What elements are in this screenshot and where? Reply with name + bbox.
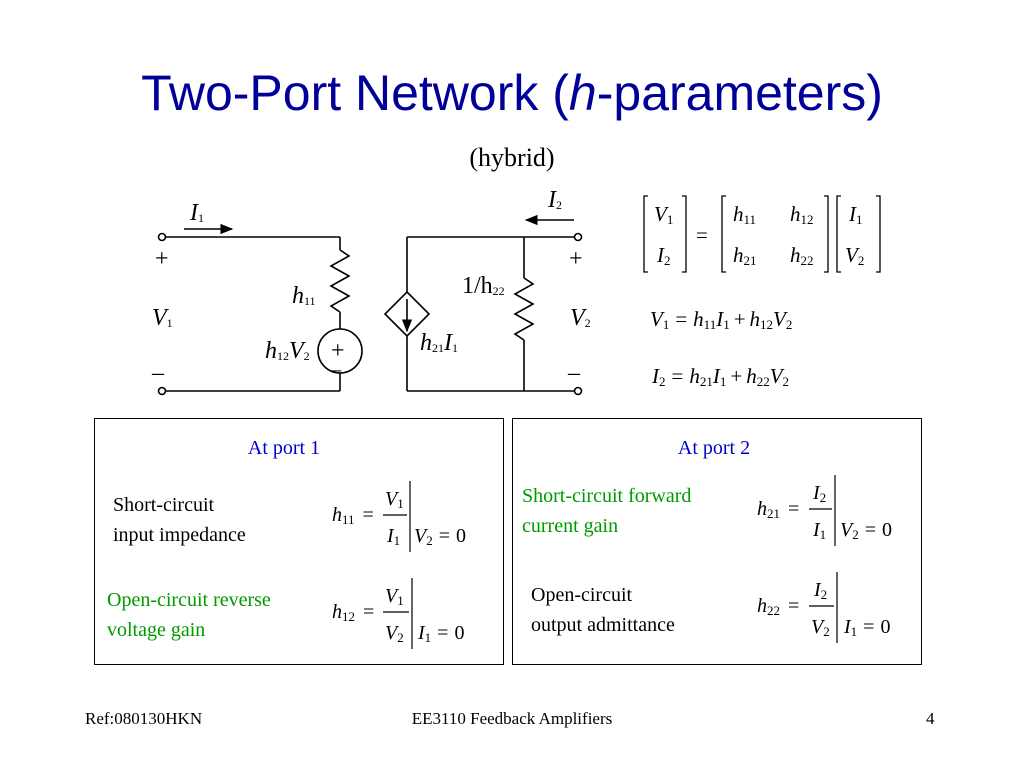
h11-symbol: h11= <box>332 504 374 527</box>
h21-symbol: h21= <box>757 498 799 521</box>
matrix-lhs-i2: I2 <box>656 243 671 268</box>
title-italic-h: h <box>568 65 597 121</box>
h22-condition: I1=0 <box>843 616 890 639</box>
matrix-brackets <box>643 195 881 273</box>
h22-description: Open-circuit output admittance <box>531 580 675 640</box>
h21-denominator: I1 <box>812 519 826 542</box>
resistor-h11 <box>329 249 351 313</box>
h22-desc-line2: output admittance <box>531 614 675 636</box>
matrix-h12: h12 <box>790 202 814 227</box>
title-main: Two-Port Network ( <box>141 65 569 121</box>
h21-numerator: I2 <box>812 482 826 505</box>
slide-title: Two-Port Network (h-parameters) <box>0 68 1024 118</box>
h11-desc-line2: input impedance <box>113 524 246 546</box>
h12-desc-line1: Open-circuit reverse <box>107 589 271 611</box>
matrix-eq: = <box>696 223 708 247</box>
h12-desc-line2: voltage gain <box>107 619 206 641</box>
h12-denominator: V2 <box>385 622 404 645</box>
terminal-right-bottom <box>573 386 583 396</box>
footer-course: EE3110 Feedback Amplifiers <box>411 709 613 728</box>
h12-symbol: h12= <box>332 601 374 624</box>
minus-right: – <box>567 360 581 386</box>
equation-v1: V1=h11I1+h12V2 <box>650 307 792 332</box>
label-i2: I2 <box>547 187 562 213</box>
h21-desc-line2: current gain <box>522 515 619 537</box>
label-v2: V2 <box>570 305 591 331</box>
h12-numerator: V1 <box>385 585 404 608</box>
h22-numerator: I2 <box>813 579 827 602</box>
h11-desc-line1: Short-circuit <box>113 494 215 516</box>
label-v1: V1 <box>152 305 173 331</box>
matrix-h22: h22 <box>790 243 814 268</box>
matrix-h11: h11 <box>733 202 756 227</box>
matrix-rhs-v2: V2 <box>845 243 864 268</box>
terminal-left-top <box>157 232 167 242</box>
port1-heading: At port 1 <box>247 437 321 459</box>
port2-box <box>512 418 922 665</box>
h21-condition: V2=0 <box>840 519 892 542</box>
title-rest: -parameters) <box>596 65 883 121</box>
resistor-inv-h22 <box>513 277 535 341</box>
h21-desc-line1: Short-circuit forward <box>522 485 692 507</box>
h11-description: Short-circuit input impedance <box>113 490 246 550</box>
label-h21i1: h21I1 <box>420 330 458 356</box>
minus-left: – <box>151 360 165 386</box>
footer-page-number: 4 <box>926 709 935 728</box>
plus-right: + <box>569 246 583 272</box>
slide-subtitle: (hybrid) <box>469 143 555 172</box>
terminal-right-top <box>573 232 583 242</box>
label-inv-h22: 1/h22 <box>462 273 505 299</box>
plus-left: + <box>155 246 169 272</box>
label-h11: h11 <box>292 283 316 309</box>
port2-heading: At port 2 <box>677 437 751 459</box>
port1-box <box>94 418 504 665</box>
src-plus-sign: + <box>331 338 345 364</box>
h22-denominator: V2 <box>811 616 830 639</box>
h21-description: Short-circuit forward current gain <box>522 481 691 541</box>
matrix-rhs-i1: I1 <box>848 202 863 227</box>
h11-condition: V2=0 <box>414 525 466 548</box>
h12-condition: I1=0 <box>417 622 464 645</box>
label-i1: I1 <box>189 200 204 226</box>
footer-reference: Ref:080130HKN <box>85 709 203 728</box>
terminal-left-bottom <box>157 386 167 396</box>
h11-denominator: I1 <box>386 525 400 548</box>
h22-desc-line1: Open-circuit <box>531 584 633 606</box>
h11-numerator: V1 <box>385 488 404 511</box>
src-minus-sign: – <box>329 356 342 381</box>
h12-description: Open-circuit reverse voltage gain <box>107 585 271 645</box>
matrix-lhs-v1: V1 <box>654 202 673 227</box>
h22-symbol: h22= <box>757 595 799 618</box>
equation-i2: I2=h21I1+h22V2 <box>651 364 789 389</box>
label-h12v2: h12V2 <box>265 338 310 364</box>
matrix-h21: h21 <box>733 243 757 268</box>
